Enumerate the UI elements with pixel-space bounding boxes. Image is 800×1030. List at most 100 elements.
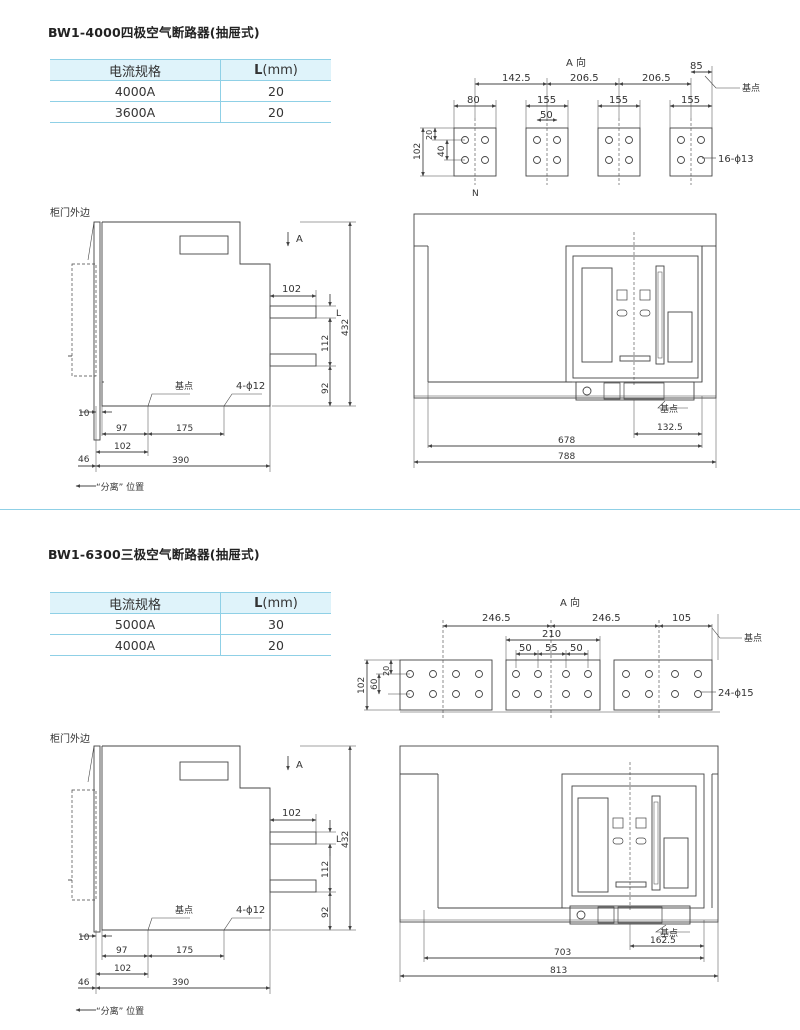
dim-label: 97 <box>116 946 127 956</box>
terminal-block <box>505 659 601 711</box>
section2-title: BW1-6300三极空气断路器(抽屉式) <box>48 547 260 562</box>
dim-label: 390 <box>172 978 189 988</box>
terminal-holes <box>461 136 705 164</box>
centerlines <box>442 620 660 718</box>
centerlines <box>474 118 692 185</box>
control-buttons <box>612 817 647 845</box>
direction-label: A 向 <box>560 596 580 609</box>
holes-label: 4-ϕ12 <box>236 905 265 916</box>
table-cell: 30 <box>220 613 331 635</box>
table-row: 4000A 20 <box>50 634 331 656</box>
hole-label: 16-ϕ13 <box>718 154 754 165</box>
dim-label: 50 <box>519 643 532 654</box>
dim-label: 92 <box>321 907 331 918</box>
dim-label: 102 <box>282 284 301 295</box>
dim-label: 102 <box>357 677 367 694</box>
neutral-label: N <box>472 189 479 199</box>
dim-label: 155 <box>681 95 700 106</box>
ref-label: 基点 <box>742 82 760 94</box>
dim-label: 46 <box>78 978 90 988</box>
dim-label: 206.5 <box>642 73 671 84</box>
dim-label: 210 <box>542 629 561 640</box>
door-label: 柜门外边 <box>50 206 90 219</box>
hole-label: 24-ϕ15 <box>718 688 754 699</box>
section-divider <box>0 509 800 510</box>
dim-label: 46 <box>78 455 90 465</box>
top-view-3pole <box>364 614 742 718</box>
terminal-bar <box>269 305 317 319</box>
holes-label: 4-ϕ12 <box>236 381 265 392</box>
front-panel-window <box>581 267 613 363</box>
ref-label: 基点 <box>660 927 678 939</box>
arrow-label: A <box>296 760 303 771</box>
table-header-row: 电流规格 L(mm) <box>50 59 331 81</box>
side-view-1 <box>68 221 356 488</box>
spec-table-1: 电流规格 L(mm) 4000A 20 3600A 20 <box>50 59 331 123</box>
table-cell: 3600A <box>50 101 221 123</box>
dim-label: 142.5 <box>502 73 531 84</box>
dim-label: 813 <box>550 966 567 976</box>
table-cell: 20 <box>220 634 331 656</box>
dim-label: 206.5 <box>570 73 599 84</box>
dim-label: L <box>336 835 341 845</box>
ref-label: 基点 <box>175 904 193 916</box>
table-cell: 5000A <box>50 613 221 635</box>
dim-label: 246.5 <box>482 613 511 624</box>
dim-label: 246.5 <box>592 613 621 624</box>
dim-label: 105 <box>672 613 691 624</box>
section1-title: BW1-4000四极空气断路器(抽屉式) <box>48 25 260 40</box>
terminal-bar <box>269 353 317 367</box>
control-buttons <box>616 289 651 317</box>
nameplate <box>179 761 229 781</box>
dim-label: 678 <box>558 436 575 446</box>
dim-label: 112 <box>321 335 331 352</box>
front-panel-window <box>577 797 609 893</box>
dim-label: 85 <box>690 61 703 72</box>
dim-label: 175 <box>176 946 193 956</box>
header-current-spec: 电流规格 <box>50 59 221 81</box>
dim-label: 10 <box>78 933 90 943</box>
dim-label: L <box>336 309 341 319</box>
separate-position-label: “分离” 位置 <box>96 481 144 493</box>
top-view-4pole <box>420 66 740 185</box>
dim-label: 432 <box>341 831 351 848</box>
header-length: L(mm) <box>220 59 331 81</box>
dim-label: 788 <box>558 452 575 462</box>
indicator-icon <box>576 910 586 920</box>
table-cell: 4000A <box>50 80 221 102</box>
ref-label: 基点 <box>175 380 193 392</box>
table-row: 3600A 20 <box>50 101 331 123</box>
table-row: 4000A 20 <box>50 80 331 102</box>
ref-label: 基点 <box>744 632 762 644</box>
terminal-block <box>613 659 713 711</box>
dim-label: 40 <box>437 145 447 157</box>
dim-label: 10 <box>78 409 90 419</box>
dim-label: 132.5 <box>657 423 683 433</box>
dim-label: 102 <box>114 442 131 452</box>
dim-label: 112 <box>321 861 331 878</box>
dim-label: 102 <box>413 143 423 160</box>
terminal-block <box>399 659 493 711</box>
terminal-holes <box>406 670 702 698</box>
dim-label: 155 <box>537 95 556 106</box>
dim-label: 92 <box>321 383 331 394</box>
spec-table-2: 电流规格 L(mm) 5000A 30 4000A 20 <box>50 592 331 656</box>
dim-label: 390 <box>172 456 189 466</box>
dim-label: 97 <box>116 424 127 434</box>
dim-label: 155 <box>609 95 628 106</box>
front-view-2 <box>399 745 719 982</box>
header-length: L(mm) <box>220 592 331 614</box>
dim-label: 55 <box>545 643 558 654</box>
terminal-bar <box>269 879 317 893</box>
arrow-label: A <box>296 234 303 245</box>
side-view-2 <box>68 745 356 1012</box>
separate-position-label: “分离” 位置 <box>96 1005 144 1017</box>
table-cell: 20 <box>220 101 331 123</box>
indicator-icon <box>582 386 592 396</box>
dim-label: 102 <box>282 808 301 819</box>
terminal-bar <box>269 831 317 845</box>
dim-label: 175 <box>176 424 193 434</box>
dim-label: 80 <box>467 95 480 106</box>
dim-label: 102 <box>114 964 131 974</box>
